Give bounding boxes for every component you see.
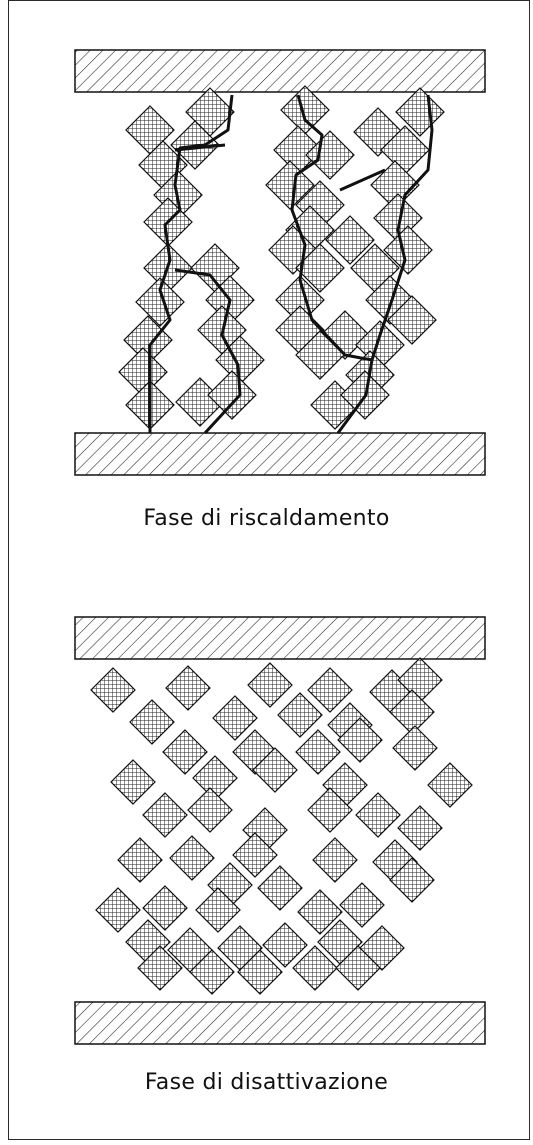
particle	[95, 887, 141, 933]
particle	[277, 692, 323, 738]
particle	[165, 665, 211, 711]
caption-deactivation: Fase di disattivazione	[144, 1070, 389, 1095]
particle	[137, 945, 183, 991]
particle	[325, 215, 375, 265]
conductive-path	[148, 94, 234, 433]
particle	[312, 837, 358, 883]
particle	[383, 225, 433, 275]
particle	[162, 729, 208, 775]
particle	[427, 762, 473, 808]
particle	[212, 695, 258, 741]
conductive-path	[339, 168, 386, 192]
particle	[305, 130, 355, 180]
deactivation-panel	[74, 616, 486, 1045]
particle	[189, 949, 235, 995]
particle	[247, 662, 293, 708]
particle	[110, 759, 156, 805]
conductive-path	[174, 143, 226, 152]
heating-particles	[118, 85, 445, 430]
bottom-electrode	[74, 432, 486, 476]
particle	[307, 787, 353, 833]
particle	[335, 945, 381, 991]
caption-heating: Fase di riscaldamento	[143, 506, 390, 531]
particle	[262, 922, 308, 968]
particle	[207, 370, 257, 420]
deactivation-particles	[90, 657, 473, 995]
top-electrode	[74, 49, 486, 93]
conductive-path	[370, 94, 434, 361]
particle	[142, 885, 188, 931]
particle	[387, 295, 437, 345]
conductive-paths	[148, 94, 434, 435]
particle	[117, 837, 163, 883]
particle	[135, 277, 185, 327]
particle	[397, 805, 443, 851]
bottom-electrode	[74, 1001, 486, 1045]
particle	[392, 725, 438, 771]
top-electrode	[74, 616, 486, 660]
particle	[90, 667, 136, 713]
figure-frame	[8, 0, 530, 1140]
heating-panel	[74, 49, 486, 476]
particle	[337, 717, 383, 763]
particle	[292, 945, 338, 991]
particle	[195, 887, 241, 933]
particle	[355, 792, 401, 838]
particle	[237, 949, 283, 995]
particle	[169, 835, 215, 881]
particle	[142, 792, 188, 838]
particle	[257, 865, 303, 911]
particle	[307, 667, 353, 713]
particle	[232, 832, 278, 878]
particle	[295, 729, 341, 775]
particle	[252, 747, 298, 793]
particle	[280, 85, 330, 135]
particle	[187, 787, 233, 833]
particle	[265, 160, 315, 210]
particle	[389, 857, 435, 903]
particle	[129, 699, 175, 745]
conductive-path	[174, 268, 242, 435]
particle	[339, 882, 385, 928]
particle	[297, 889, 343, 935]
